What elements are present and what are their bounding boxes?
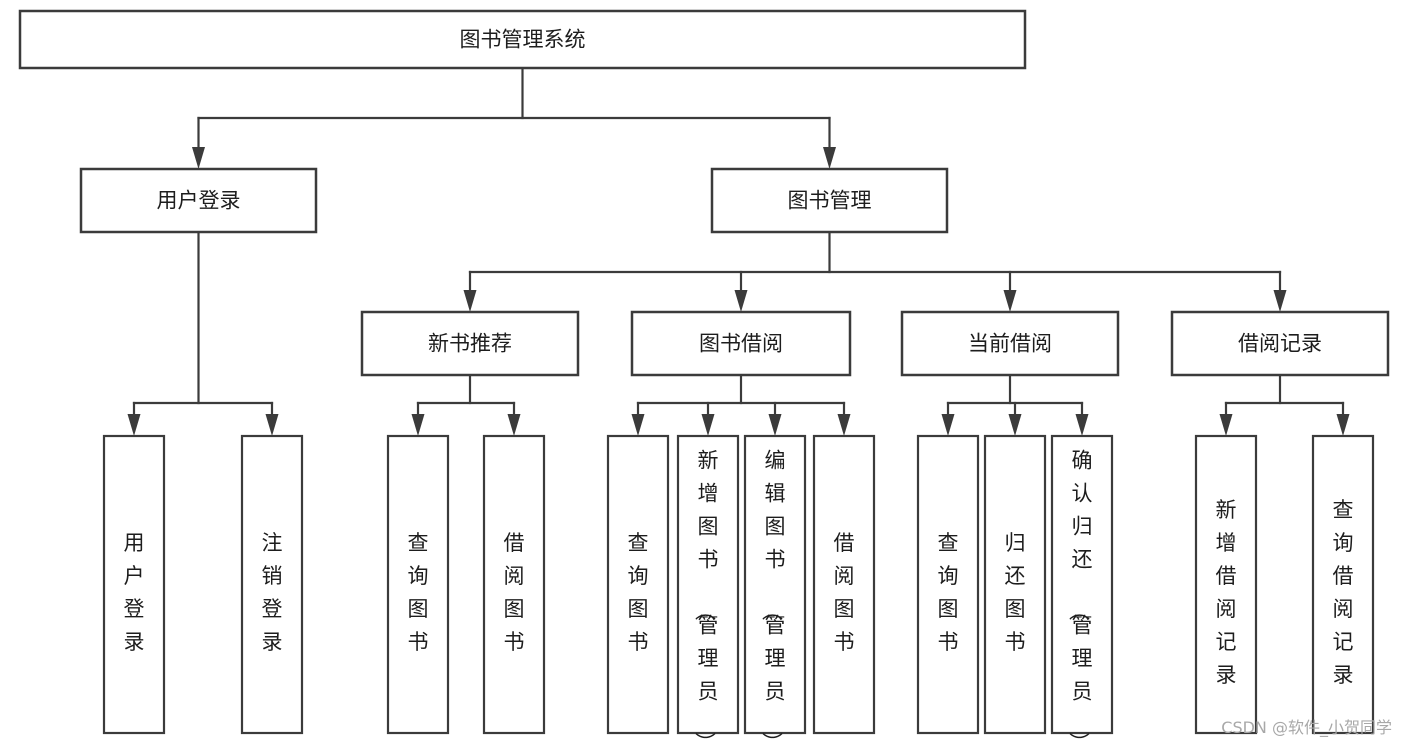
node-box[interactable] [1194,434,1258,735]
node-label: 图书管理 [788,189,872,213]
node-leaf2[interactable]: 注销登录 [240,434,304,735]
node-box[interactable] [983,434,1047,735]
connector-layer [127,66,1350,436]
node-leaf4[interactable]: 借阅图书 [482,434,546,735]
node-leaf1[interactable]: 用户登录 [102,434,166,735]
node-box[interactable] [79,167,318,234]
node-label: 查询图书 [408,531,429,654]
node-label: 归还图书 [1005,531,1026,654]
node-box[interactable] [102,434,166,735]
node-box[interactable] [630,310,852,377]
connector-bookmgmt [463,230,1287,312]
node-leaf13[interactable]: 查询借阅记录 [1311,434,1375,735]
watermark-label: CSDN @软件_小贺同学 [1221,718,1392,738]
node-box[interactable] [240,434,304,735]
node-box[interactable] [18,9,1027,70]
node-leaf6[interactable]: 新增图书（管理员） [676,434,740,747]
node-leaf8[interactable]: 借阅图书 [812,434,876,735]
node-current[interactable]: 当前借阅 [900,310,1120,377]
node-label: 查询图书 [628,531,649,654]
node-leaf3[interactable]: 查询图书 [386,434,450,735]
node-label: 图书管理系统 [460,28,586,52]
node-leaf9[interactable]: 查询图书 [916,434,980,735]
node-label: 编辑图书（管理员） [760,449,786,747]
node-label: 查询借阅记录 [1333,498,1354,687]
node-label: 借阅图书 [504,531,525,654]
node-label: 用户登录 [124,531,145,654]
node-label: 确认归还（管理员） [1067,449,1093,747]
node-label: 新增借阅记录 [1216,498,1237,687]
node-leaf12[interactable]: 新增借阅记录 [1194,434,1258,735]
connector-root [192,66,836,169]
node-label: 用户登录 [157,189,241,213]
connector-login [127,230,279,436]
node-label: 注销登录 [262,531,283,654]
node-box[interactable] [1050,434,1114,735]
node-label: 当前借阅 [968,332,1052,356]
node-label: 查询图书 [938,531,959,654]
node-borrow[interactable]: 图书借阅 [630,310,852,377]
node-box[interactable] [676,434,740,735]
node-box[interactable] [360,310,580,377]
connector-record [1219,373,1350,436]
node-label: 新书推荐 [428,332,512,356]
node-box[interactable] [1170,310,1390,377]
node-label: 借阅记录 [1238,332,1322,356]
node-leaf7[interactable]: 编辑图书（管理员） [743,434,807,747]
node-box[interactable] [743,434,807,735]
node-box[interactable] [606,434,670,735]
node-box[interactable] [482,434,546,735]
node-label: 借阅图书 [834,531,855,654]
node-label: 图书借阅 [699,332,783,356]
node-record[interactable]: 借阅记录 [1170,310,1390,377]
node-box[interactable] [900,310,1120,377]
node-box[interactable] [710,167,949,234]
node-box[interactable] [1311,434,1375,735]
node-leaf11[interactable]: 确认归还（管理员） [1050,434,1114,747]
node-bookmgmt[interactable]: 图书管理 [710,167,949,234]
node-newbook[interactable]: 新书推荐 [360,310,580,377]
node-label: 新增图书（管理员） [693,449,719,747]
connector-current [941,373,1089,436]
node-layer: 图书管理系统用户登录图书管理新书推荐图书借阅当前借阅借阅记录用户登录注销登录查询… [18,9,1390,747]
node-box[interactable] [386,434,450,735]
node-leaf5[interactable]: 查询图书 [606,434,670,735]
node-root[interactable]: 图书管理系统 [18,9,1027,70]
node-login[interactable]: 用户登录 [79,167,318,234]
node-box[interactable] [916,434,980,735]
connector-newbook [411,373,521,436]
connector-borrow [631,373,851,436]
node-box[interactable] [812,434,876,735]
node-leaf10[interactable]: 归还图书 [983,434,1047,735]
